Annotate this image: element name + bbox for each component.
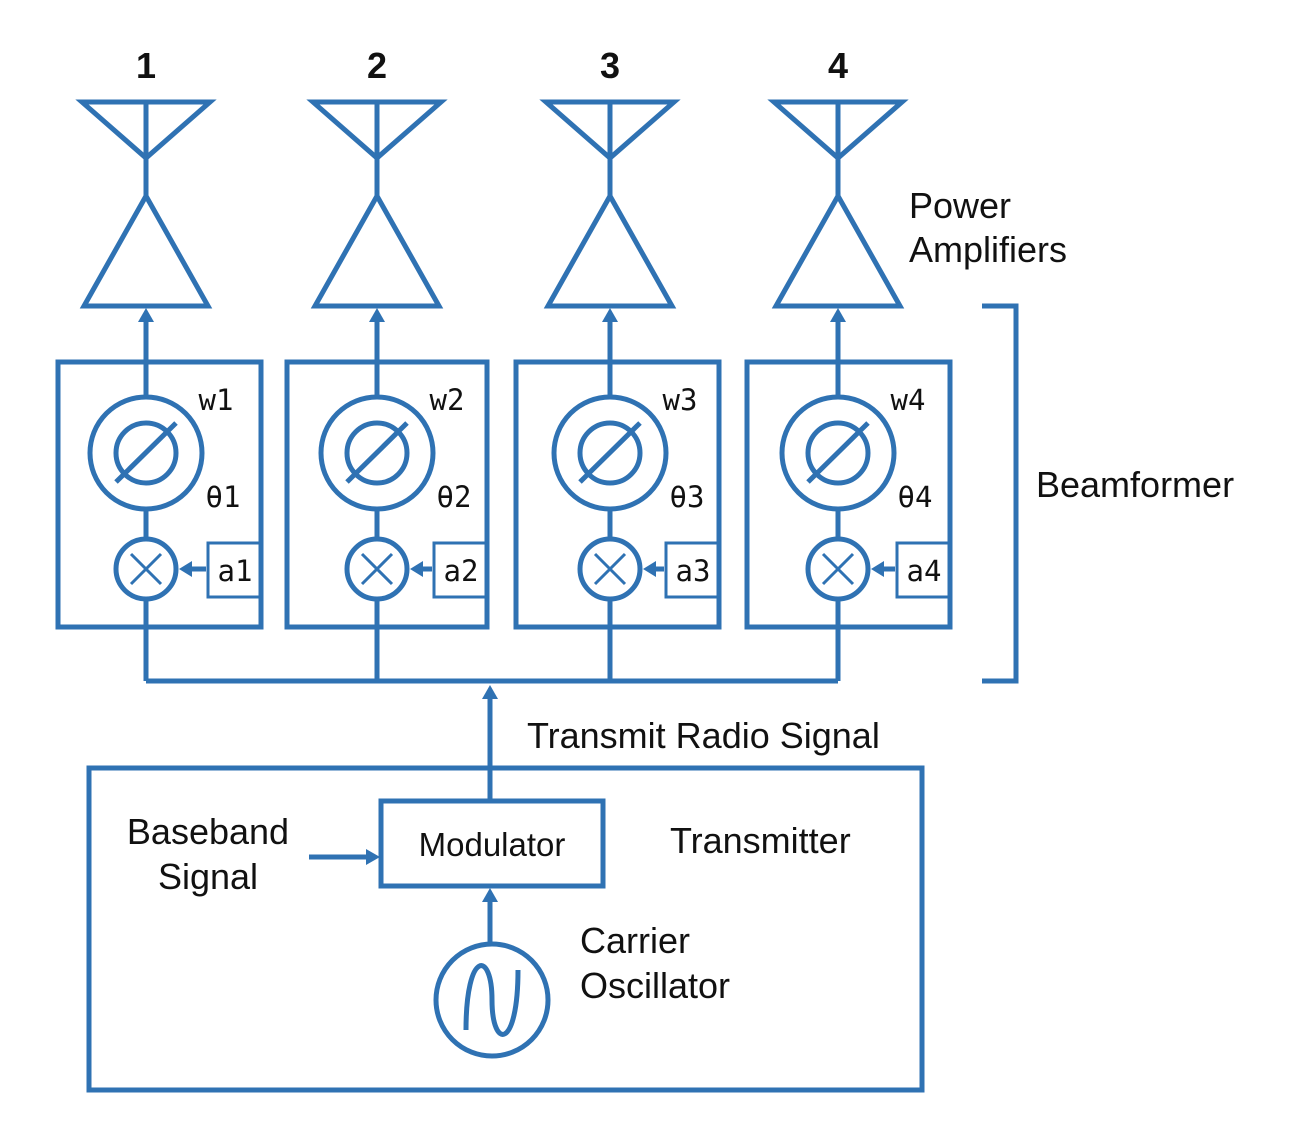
amplitude-label: a2 — [444, 554, 479, 588]
channel-box — [284, 359, 490, 630]
channel-1: 1 a1 w1 θ1 — [55, 45, 264, 630]
baseband-label-line1: Baseband — [127, 811, 289, 852]
channel-4: 4 a4 w4 θ4 — [744, 45, 953, 630]
baseband-label-line2: Signal — [158, 856, 258, 897]
channel-box — [744, 359, 953, 630]
antenna-number-2: 2 — [367, 45, 387, 86]
mixer-icon — [805, 536, 871, 602]
channel-2: 2 a2 w2 θ2 — [284, 45, 490, 630]
amplitude-box — [206, 541, 263, 599]
phase-slash-icon — [114, 421, 178, 484]
power-amplifier-icon — [771, 190, 905, 309]
weight-label: w3 — [663, 383, 698, 417]
amplitude-box — [664, 541, 721, 599]
weight-label: w2 — [430, 383, 465, 417]
transmit-radio-signal-label: Transmit Radio Signal — [527, 715, 880, 756]
phase-shifter-inner-icon — [113, 420, 179, 486]
multiply-icon — [360, 552, 394, 586]
power-amplifier-icon — [79, 190, 213, 309]
antenna-icon — [767, 99, 909, 196]
combiner-bus — [143, 625, 841, 684]
sine-wave-icon — [463, 963, 521, 1037]
antenna-icon — [75, 99, 217, 196]
amplitude-arrowhead — [410, 561, 423, 577]
phase-label: θ4 — [898, 480, 933, 514]
transmit-signal-arrowhead — [482, 685, 498, 699]
multiply-icon — [129, 552, 163, 586]
phase-shifter-inner-icon — [344, 420, 410, 486]
transmitter-label: Transmitter — [670, 820, 851, 861]
phase-slash-icon — [806, 421, 870, 484]
amp-feed-arrowhead — [602, 308, 618, 322]
carrier-oscillator-icon — [433, 941, 551, 1059]
baseband-arrowhead — [366, 849, 380, 865]
amp-feed-arrowhead — [830, 308, 846, 322]
mixer-icon — [344, 536, 410, 602]
phase-label: θ3 — [670, 480, 705, 514]
amplitude-label: a4 — [907, 554, 942, 588]
amplitude-box — [432, 541, 489, 599]
carrier-label-line2: Oscillator — [580, 965, 730, 1006]
power-amplifier-icon — [310, 190, 444, 309]
beamformer-channels: 1 a1 w1 θ1 2 a2 w2 θ2 3 a3 w3 θ3 4 a4 w4 θ4 — [55, 45, 953, 630]
carrier-label-line1: Carrier — [580, 920, 690, 961]
phase-slash-icon — [345, 421, 409, 484]
weight-label: w1 — [199, 383, 234, 417]
phase-label: θ2 — [437, 480, 472, 514]
multiply-icon — [821, 552, 855, 586]
amplitude-box — [895, 541, 952, 599]
channel-3: 3 a3 w3 θ3 — [513, 45, 722, 630]
weight-label: w4 — [891, 383, 926, 417]
carrier-arrowhead — [482, 888, 498, 902]
beamformer-label: Beamformer — [1036, 464, 1234, 505]
amp-feed-arrowhead — [138, 308, 154, 322]
amplitude-arrowhead — [871, 561, 884, 577]
amplitude-arrowhead — [643, 561, 656, 577]
phase-shifter-inner-icon — [805, 420, 871, 486]
mixer-icon — [113, 536, 179, 602]
phase-label: θ1 — [206, 480, 241, 514]
phase-shifter-inner-icon — [577, 420, 643, 486]
power-amplifiers-label-line2: Amplifiers — [909, 229, 1067, 270]
amplitude-arrowhead — [179, 561, 192, 577]
transmitter-box — [86, 765, 925, 1093]
multiply-icon — [593, 552, 627, 586]
power-amplifier-icon — [543, 190, 677, 309]
beamformer-bracket — [982, 303, 1019, 684]
modulator-box — [378, 798, 606, 889]
mixer-icon — [577, 536, 643, 602]
antenna-number-3: 3 — [600, 45, 620, 86]
antenna-icon — [306, 99, 448, 196]
antenna-number-1: 1 — [136, 45, 156, 86]
phase-slash-icon — [578, 421, 642, 484]
amplitude-label: a1 — [218, 554, 253, 588]
amplitude-label: a3 — [676, 554, 711, 588]
channel-box — [513, 359, 722, 630]
modulator-label: Modulator — [419, 826, 566, 863]
power-amplifiers-label-line1: Power — [909, 185, 1011, 226]
amp-feed-arrowhead — [369, 308, 385, 322]
antenna-icon — [539, 99, 681, 196]
channel-box — [55, 359, 264, 630]
antenna-number-4: 4 — [828, 45, 848, 86]
